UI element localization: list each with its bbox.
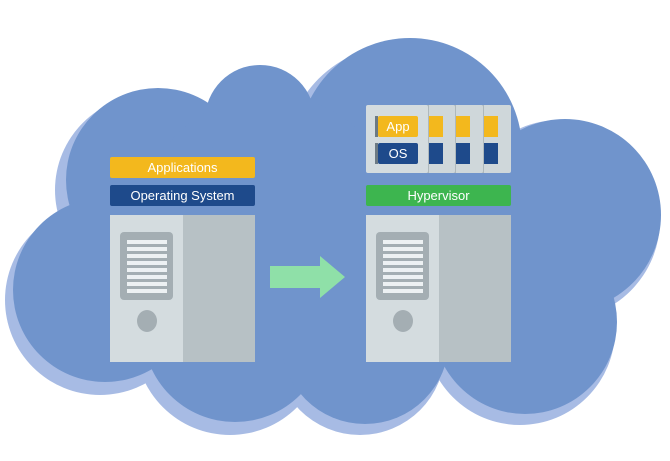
operating-system-label: Operating System — [110, 185, 255, 206]
vm-app-label: App — [378, 116, 418, 137]
applications-label: Applications — [110, 157, 255, 178]
vm-os-label: OS — [378, 143, 418, 164]
physical-server-left — [110, 215, 255, 362]
hypervisor-label: Hypervisor — [366, 185, 511, 206]
physical-server-right — [366, 215, 511, 362]
arrow-icon — [270, 256, 345, 298]
